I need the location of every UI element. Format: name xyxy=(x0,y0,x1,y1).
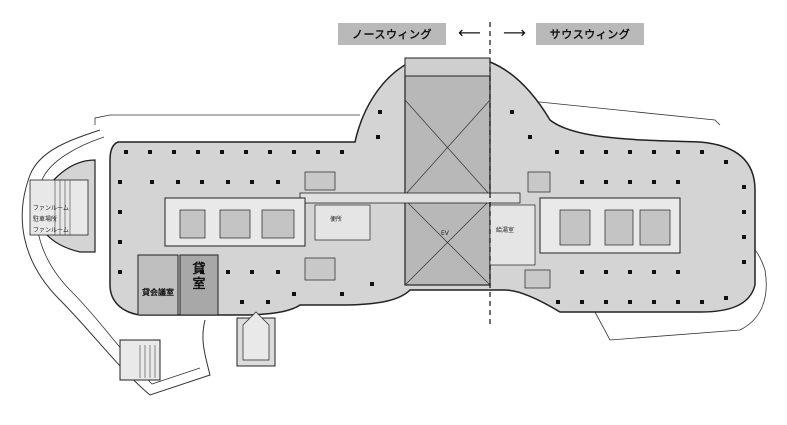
phone-room-label-2: ファンルーム xyxy=(33,227,69,234)
north-sub-2 xyxy=(304,257,336,281)
rental-room-label: 貸室 xyxy=(192,262,206,292)
central-corridor xyxy=(299,192,521,204)
south-room-1 xyxy=(559,209,591,246)
walkway-right xyxy=(519,99,721,126)
south-sub-2 xyxy=(524,269,551,289)
south-sub-1 xyxy=(527,171,551,193)
north-room-2 xyxy=(219,209,251,239)
left-annex-stairs xyxy=(54,180,71,235)
rental-block xyxy=(179,254,219,316)
left-annex-core xyxy=(29,179,89,236)
outer-walkway xyxy=(21,129,211,396)
phone-room-label-1: ファンルーム xyxy=(33,205,69,212)
office-block xyxy=(137,254,179,316)
north-room-1 xyxy=(179,209,206,239)
right-lobe xyxy=(594,249,767,341)
columns xyxy=(118,110,746,304)
north-service xyxy=(314,204,371,241)
bike-parking-label: 駐車場所 xyxy=(33,216,58,223)
office-rental-label: 貸会議室 xyxy=(142,288,174,297)
walkway-top xyxy=(94,114,360,125)
atrium-upper xyxy=(404,69,491,196)
north-room-3 xyxy=(261,209,295,239)
atrium-top-entry xyxy=(404,57,491,77)
arrow-right-icon: ⟶ xyxy=(503,23,526,42)
north-sub-1 xyxy=(304,171,336,191)
restroom-label: 便所 xyxy=(330,216,343,223)
arrow-left-icon: ⟵ xyxy=(458,23,481,42)
south-wing-label: サウスウィング xyxy=(536,23,644,45)
south-service xyxy=(489,204,536,266)
elevator-hall-label: EV xyxy=(441,230,449,237)
south-room-2 xyxy=(604,209,634,246)
south-room-3 xyxy=(639,209,671,246)
service-label: 給湯室 xyxy=(496,227,515,234)
north-wing-label: ノースウィング xyxy=(338,23,446,45)
